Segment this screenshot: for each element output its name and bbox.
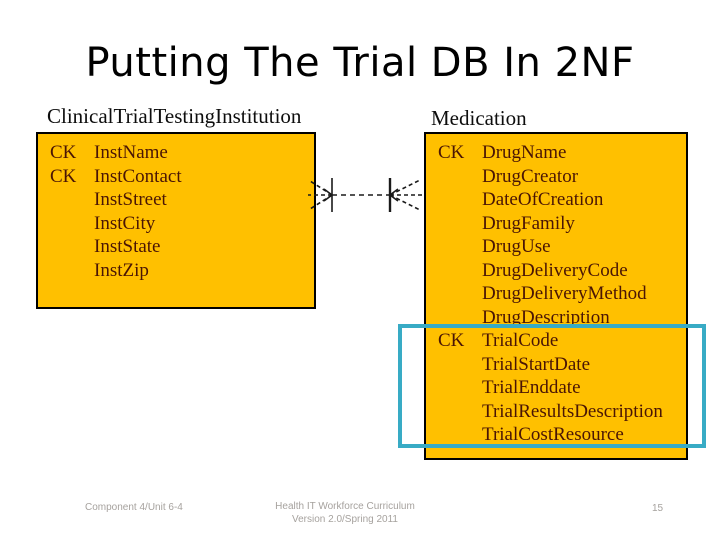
arrowhead-right [388,188,399,202]
field-row: DrugDeliveryMethod [426,282,686,306]
field-name: InstCity [94,212,156,234]
left-entity-box: CK InstName CK InstContact InstStreet In… [36,132,316,309]
left-entity-title: ClinicalTrialTestingInstitution [47,104,302,128]
field-name: DrugName [482,142,567,163]
key-indicator: CK [438,330,465,351]
field-row: InstZip [38,259,314,283]
key-indicator: CK [438,142,465,163]
footer-component-label: Component 4/Unit 6-4 [85,502,183,513]
field-name: InstStreet [94,189,167,210]
field-row: DateOfCreation [426,188,686,212]
right-entity-box: CK DrugName DrugCreator DateOfCreation D… [424,132,688,460]
field-row: DrugDescription [426,306,686,330]
field-name: DrugDeliveryCode [482,259,628,281]
page-title: Putting The Trial DB In 2NF [85,40,635,86]
key-indicator [426,282,482,306]
field-row: CK InstName [38,141,314,165]
key-indicator [426,188,482,212]
field-row: DrugCreator [426,165,686,189]
field-name: DrugDescription [482,306,610,328]
field-row: DrugDeliveryCode [426,259,686,283]
key-indicator [38,235,94,259]
field-row: TrialStartDate [426,353,686,377]
key-indicator [38,212,94,236]
field-name: TrialResultsDescription [482,400,663,422]
key-indicator: CK [50,165,77,187]
field-row: CK TrialCode [426,329,686,353]
field-name: InstState [94,236,161,257]
field-row: InstState [38,235,314,259]
key-indicator [38,259,94,283]
key-indicator [426,165,482,189]
field-name: TrialCode [482,330,559,351]
field-row: TrialResultsDescription [426,400,686,424]
field-row: CK InstContact [38,165,314,189]
field-row: TrialCostResource [426,423,686,447]
key-indicator [426,235,482,259]
field-row: InstStreet [38,188,314,212]
key-indicator [426,212,482,236]
field-row: InstCity [38,212,314,236]
key-indicator [426,259,482,283]
relationship-connector [308,178,422,212]
field-row: CK DrugName [426,141,686,165]
field-name: DrugUse [482,236,551,257]
field-row: DrugFamily [426,212,686,236]
field-name: TrialStartDate [482,353,591,375]
highlight-box-trial-fields [398,324,706,448]
key-indicator [38,188,94,212]
page-number: 15 [652,503,664,514]
field-row: TrialEnddate [426,376,686,400]
footer-curriculum-line1: Health IT Workforce Curriculum [275,501,415,512]
footer-curriculum-line2: Version 2.0/Spring 2011 [291,513,398,525]
arrowhead-left [323,188,334,202]
field-name: InstContact [94,165,182,187]
field-name: TrialEnddate [482,377,581,398]
field-name: InstZip [94,259,149,281]
field-name: DrugCreator [482,165,579,187]
field-name: TrialCostResource [482,424,624,445]
key-indicator: CK [50,142,77,163]
field-name: DrugDeliveryMethod [482,283,647,304]
field-name: DrugFamily [482,212,575,234]
footer-curriculum-label: Health IT Workforce Curriculum Version 2… [250,501,440,526]
field-row: DrugUse [426,235,686,259]
field-name: DateOfCreation [482,189,604,210]
right-entity-title: Medication [431,106,527,130]
field-name: InstName [94,142,168,163]
